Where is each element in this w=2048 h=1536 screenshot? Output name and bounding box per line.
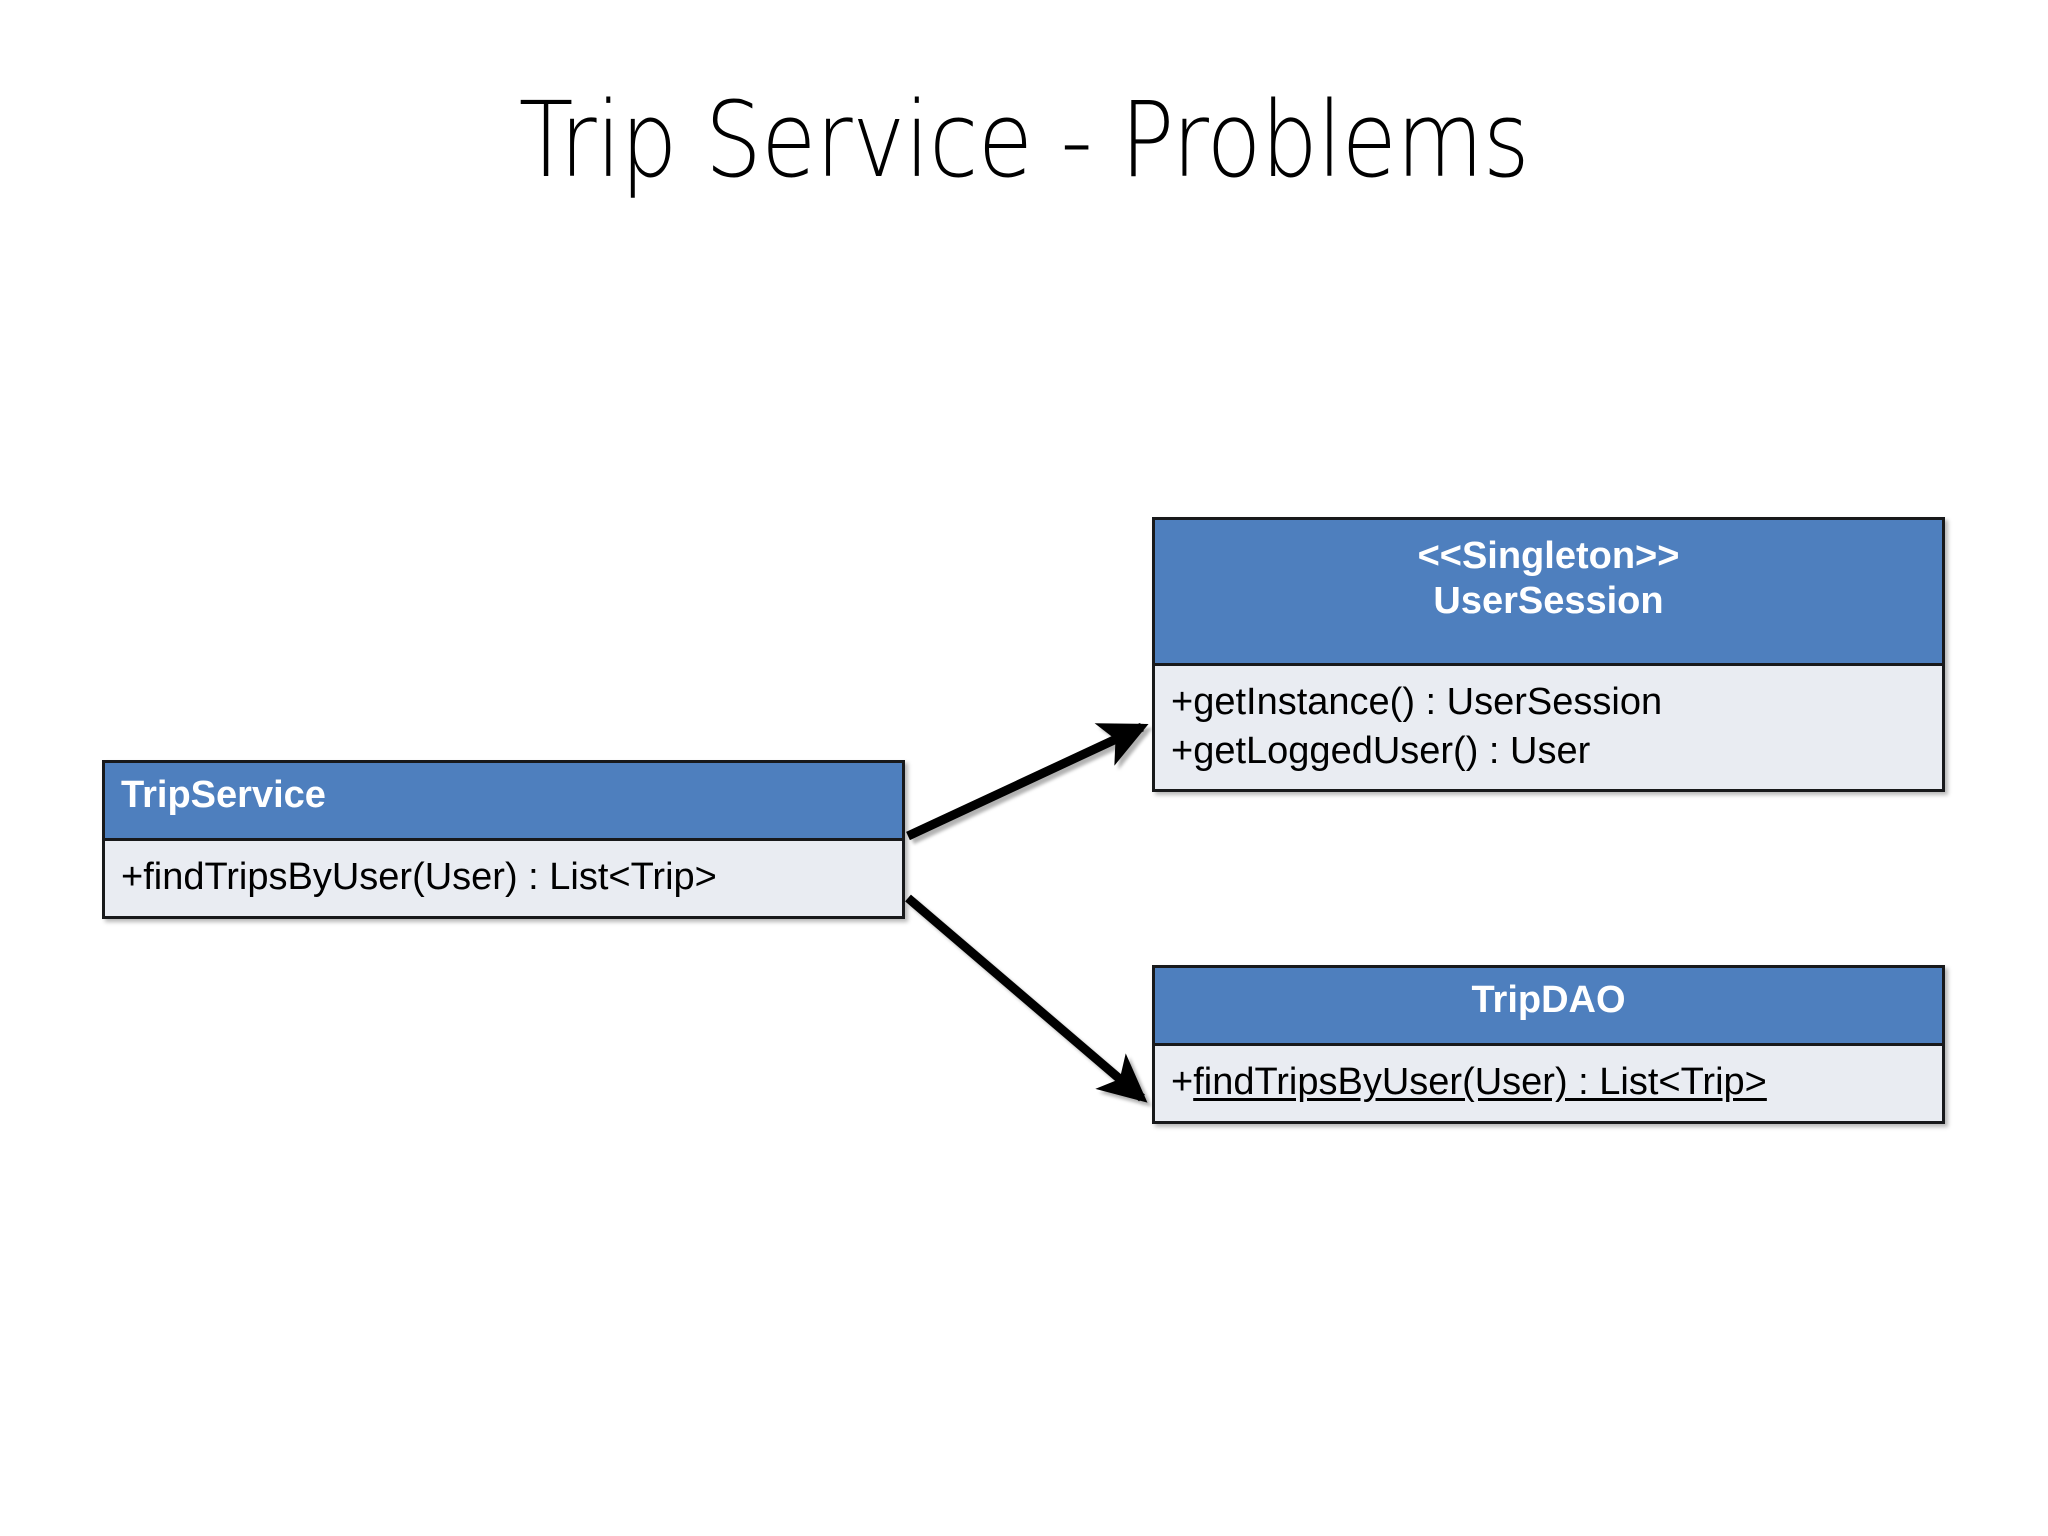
uml-member-signature: getInstance() : UserSession bbox=[1193, 681, 1663, 723]
uml-member-visibility: + bbox=[1171, 1061, 1194, 1103]
uml-member-row-static: +findTripsByUser(User) : List<Trip> bbox=[1171, 1058, 1926, 1107]
uml-class-body-tripservice: +findTripsByUser(User) : List<Trip> bbox=[105, 841, 902, 916]
uml-member-row: +findTripsByUser(User) : List<Trip> bbox=[121, 853, 886, 902]
uml-member-signature: findTripsByUser(User) : List<Trip> bbox=[143, 856, 717, 898]
uml-member-visibility: + bbox=[1171, 729, 1194, 772]
arrow-tripservice-to-usersession bbox=[906, 722, 1149, 841]
uml-member-row: +getInstance() : UserSession bbox=[1171, 678, 1926, 727]
uml-class-name-tripdao: TripDAO bbox=[1471, 979, 1626, 1021]
uml-class-usersession[interactable]: <<Singleton>> UserSession +getInstance()… bbox=[1152, 517, 1945, 793]
arrow-tripservice-to-tripdao bbox=[905, 894, 1148, 1103]
uml-stereotype-singleton: <<Singleton>> bbox=[1417, 535, 1680, 577]
uml-class-name-tripservice: TripService bbox=[121, 774, 326, 816]
uml-class-header-tripservice: TripService bbox=[105, 763, 902, 841]
uml-class-body-tripdao: +findTripsByUser(User) : List<Trip> bbox=[1155, 1046, 1942, 1121]
uml-member-signature: findTripsByUser(User) : List<Trip> bbox=[1193, 1061, 1767, 1103]
page-title: Trip Service - Problems bbox=[518, 79, 1530, 201]
uml-member-signature: getLoggedUser() : User bbox=[1193, 729, 1591, 772]
uml-class-body-usersession: +getInstance() : UserSession +getLoggedU… bbox=[1155, 666, 1942, 790]
uml-class-name-usersession: UserSession bbox=[1433, 579, 1664, 622]
uml-class-header-usersession: <<Singleton>> UserSession bbox=[1155, 520, 1942, 666]
uml-class-tripservice[interactable]: TripService +findTripsByUser(User) : Lis… bbox=[102, 760, 905, 919]
uml-class-header-tripdao: TripDAO bbox=[1155, 968, 1942, 1046]
uml-member-visibility: + bbox=[1171, 681, 1194, 723]
uml-member-visibility: + bbox=[121, 856, 144, 898]
uml-member-row: +getLoggedUser() : User bbox=[1171, 727, 1926, 776]
uml-class-tripdao[interactable]: TripDAO +findTripsByUser(User) : List<Tr… bbox=[1152, 965, 1945, 1124]
